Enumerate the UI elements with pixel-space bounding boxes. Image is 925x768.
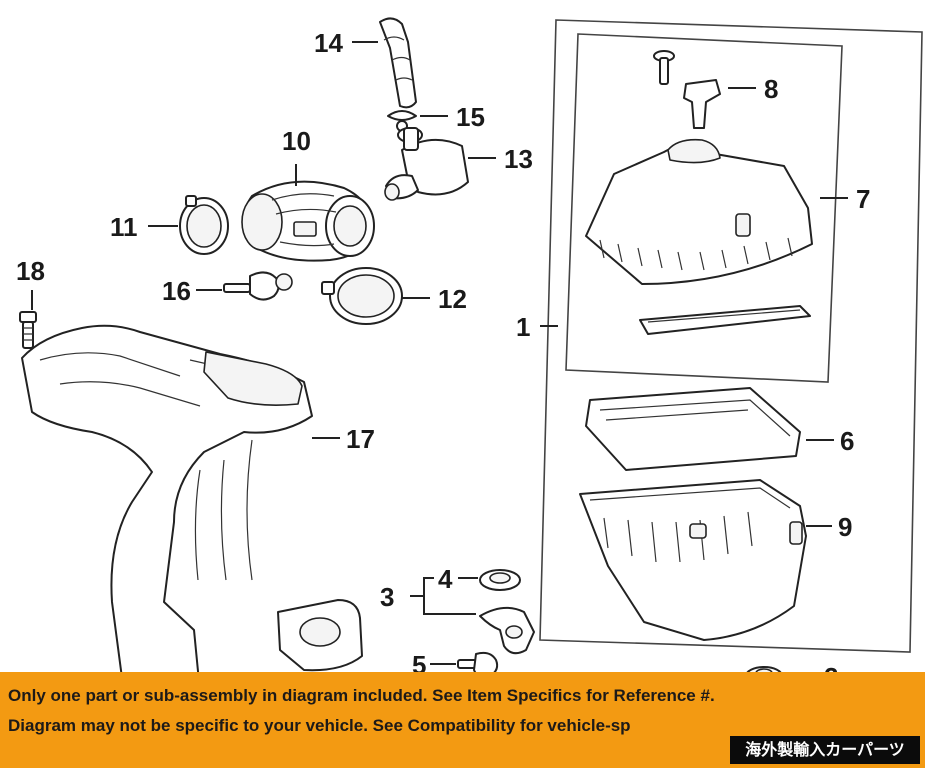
callout-10: 10 [282, 126, 311, 156]
part-4-grommet [479, 569, 521, 591]
part-11-clamp [179, 195, 229, 255]
callout-13: 13 [504, 144, 533, 174]
cover-frame [565, 33, 843, 383]
callout-labels: 14 15 13 10 11 16 12 18 17 8 7 1 6 9 4 3… [16, 28, 870, 692]
part-6-air-filter [585, 387, 801, 471]
callout-12: 12 [438, 284, 467, 314]
part-8-sensor [653, 50, 721, 129]
part-16-bolt [223, 271, 293, 301]
part-13-sensor [384, 127, 469, 201]
disclaimer-line-2: Diagram may not be specific to your vehi… [8, 716, 631, 735]
part-10-intake-duct [241, 180, 375, 262]
callout-16: 16 [162, 276, 191, 306]
callout-18: 18 [16, 256, 45, 286]
callout-11: 11 [110, 212, 138, 242]
callout-8: 8 [764, 74, 778, 104]
seller-badge: 海外製輸入カーパーツ [730, 736, 920, 764]
callout-7: 7 [856, 184, 870, 214]
callout-9: 9 [838, 512, 852, 542]
assembly-frame [539, 19, 923, 653]
disclaimer-line-1: Only one part or sub-assembly in diagram… [8, 686, 715, 705]
part-18-bolt [19, 311, 37, 349]
part-17-air-duct [21, 324, 363, 710]
callout-1: 1 [516, 312, 530, 342]
part-3-bracket [479, 606, 535, 655]
callout-14: 14 [314, 28, 343, 58]
part-14-hose [379, 17, 417, 109]
part-12-clamp [321, 267, 403, 325]
callout-6: 6 [840, 426, 854, 456]
callout-3: 3 [380, 582, 394, 612]
part-5-bolt [457, 651, 499, 679]
callout-17: 17 [346, 424, 375, 454]
callout-4: 4 [438, 564, 453, 594]
part-7-air-cleaner-cover [585, 138, 813, 335]
part-9-air-cleaner-case [579, 479, 807, 641]
callout-15: 15 [456, 102, 485, 132]
